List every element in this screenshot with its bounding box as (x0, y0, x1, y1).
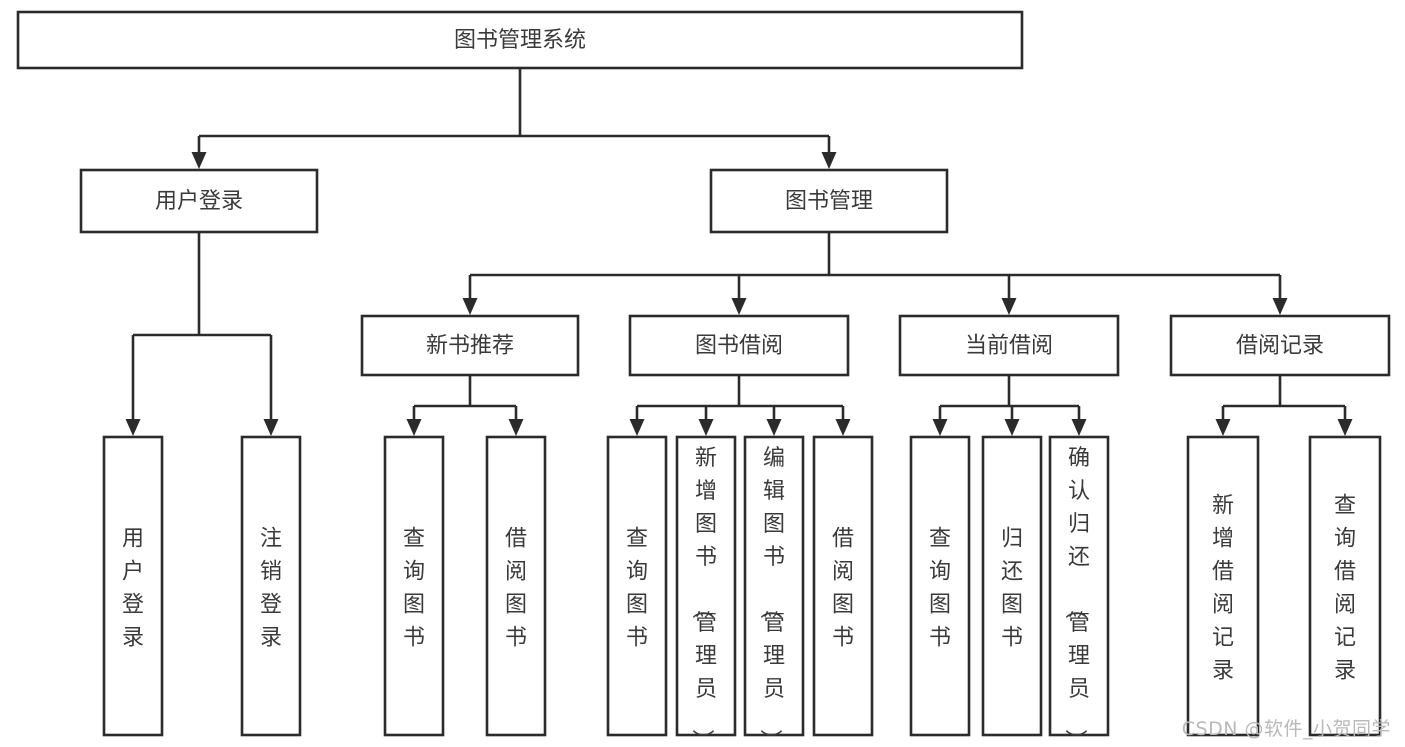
arrow-head-l2_borrow_record-1 (1337, 419, 1353, 436)
node-label-l2-book-borrow: 图书借阅 (695, 334, 783, 359)
node-box-leaf-add-record (1186, 435, 1260, 737)
node-label-leaf-add-record: 新增借阅记录 (1212, 494, 1234, 684)
node-label-leaf-query-book-2: 查询图书 (626, 527, 648, 651)
arrow-head-l2_book_borrow-1 (698, 419, 714, 436)
node-leaf-query-book-3[interactable]: 查询图书 (909, 435, 971, 737)
node-leaf-edit-book[interactable]: 编辑图书（管理员） (743, 435, 805, 747)
arrow-head-l1_user_login-0 (125, 419, 141, 436)
node-label-leaf-user-login: 用户登录 (122, 527, 144, 651)
node-box-l2-book-borrow (628, 314, 850, 377)
arrow-head-l2_book_borrow-2 (766, 419, 782, 436)
node-box-leaf-confirm-return (1048, 435, 1110, 737)
node-label-leaf-edit-book: 编辑图书（管理员） (757, 446, 785, 747)
node-label-leaf-confirm-return: 确认归还（管理员） (1062, 446, 1090, 747)
node-box-l1-user-login (79, 168, 319, 234)
node-leaf-user-login[interactable]: 用户登录 (102, 435, 164, 737)
node-box-leaf-borrow-book-2 (812, 435, 874, 737)
node-label-l2-current-borrow: 当前借阅 (965, 334, 1053, 359)
node-box-l2-new-book-rec (360, 314, 580, 377)
node-box-leaf-query-book-2 (606, 435, 668, 737)
arrow-head-l1_user_login-1 (263, 419, 279, 436)
node-label-root: 图书管理系统 (454, 28, 586, 53)
node-box-leaf-query-book-3 (909, 435, 971, 737)
arrow-head-l1_book_manage-3 (1272, 298, 1288, 315)
arrow-head-root-0 (191, 152, 207, 169)
node-box-root (16, 10, 1024, 70)
node-leaf-add-record[interactable]: 新增借阅记录 (1186, 435, 1260, 737)
arrow-head-root-1 (821, 152, 837, 169)
node-label-leaf-query-record: 查询借阅记录 (1334, 494, 1356, 684)
node-label-l1-user-login: 用户登录 (155, 189, 243, 214)
node-leaf-borrow-book-2[interactable]: 借阅图书 (812, 435, 874, 737)
node-leaf-query-book-2[interactable]: 查询图书 (606, 435, 668, 737)
arrow-head-l1_book_manage-0 (462, 298, 478, 315)
node-box-l1-book-manage (709, 168, 949, 234)
node-leaf-add-book[interactable]: 新增图书（管理员） (675, 435, 737, 747)
node-box-leaf-logout (240, 435, 302, 737)
node-box-leaf-return-book (981, 435, 1043, 737)
node-leaf-query-record[interactable]: 查询借阅记录 (1308, 435, 1382, 737)
node-l2-borrow-record[interactable]: 借阅记录 (1169, 314, 1391, 377)
arrow-head-l1_book_manage-2 (1001, 298, 1017, 315)
node-root[interactable]: 图书管理系统 (16, 10, 1024, 70)
node-leaf-logout[interactable]: 注销登录 (240, 435, 302, 737)
node-label-l2-borrow-record: 借阅记录 (1236, 334, 1324, 359)
node-box-leaf-query-book-1 (383, 435, 445, 737)
node-box-leaf-borrow-book-1 (485, 435, 547, 737)
arrow-head-l2_new_book_rec-1 (508, 419, 524, 436)
node-l2-current-borrow[interactable]: 当前借阅 (898, 314, 1120, 377)
node-box-leaf-add-book (675, 435, 737, 737)
node-label-leaf-return-book: 归还图书 (1001, 527, 1023, 651)
node-label-leaf-borrow-book-1: 借阅图书 (505, 527, 527, 651)
node-box-l2-current-borrow (898, 314, 1120, 377)
node-label-leaf-query-book-3: 查询图书 (929, 527, 951, 651)
node-box-leaf-edit-book (743, 435, 805, 737)
arrow-head-l2_new_book_rec-0 (406, 419, 422, 436)
node-label-leaf-add-book: 新增图书（管理员） (689, 446, 717, 747)
node-l2-book-borrow[interactable]: 图书借阅 (628, 314, 850, 377)
node-label-l1-book-manage: 图书管理 (785, 189, 873, 214)
arrow-head-l2_borrow_record-0 (1215, 419, 1231, 436)
node-layer: 图书管理系统用户登录图书管理新书推荐图书借阅当前借阅借阅记录用户登录注销登录查询… (16, 10, 1391, 747)
arrow-head-l1_book_manage-1 (731, 298, 747, 315)
node-box-l2-borrow-record (1169, 314, 1391, 377)
arrow-head-l2_book_borrow-3 (835, 419, 851, 436)
arrow-head-l2_current_borrow-0 (932, 419, 948, 436)
node-l1-user-login[interactable]: 用户登录 (79, 168, 319, 234)
connector-layer (125, 68, 1353, 436)
arrow-head-l2_book_borrow-0 (629, 419, 645, 436)
node-box-leaf-user-login (102, 435, 164, 737)
arrow-head-l2_current_borrow-1 (1004, 419, 1020, 436)
node-box-leaf-query-record (1308, 435, 1382, 737)
node-leaf-query-book-1[interactable]: 查询图书 (383, 435, 445, 737)
node-label-leaf-query-book-1: 查询图书 (403, 527, 425, 651)
arrow-head-l2_current_borrow-2 (1071, 419, 1087, 436)
node-label-l2-new-book-rec: 新书推荐 (426, 334, 514, 359)
node-l2-new-book-rec[interactable]: 新书推荐 (360, 314, 580, 377)
node-leaf-confirm-return[interactable]: 确认归还（管理员） (1048, 435, 1110, 747)
node-l1-book-manage[interactable]: 图书管理 (709, 168, 949, 234)
node-label-leaf-borrow-book-2: 借阅图书 (832, 527, 854, 651)
node-label-leaf-logout: 注销登录 (260, 527, 282, 651)
node-leaf-borrow-book-1[interactable]: 借阅图书 (485, 435, 547, 737)
node-leaf-return-book[interactable]: 归还图书 (981, 435, 1043, 737)
